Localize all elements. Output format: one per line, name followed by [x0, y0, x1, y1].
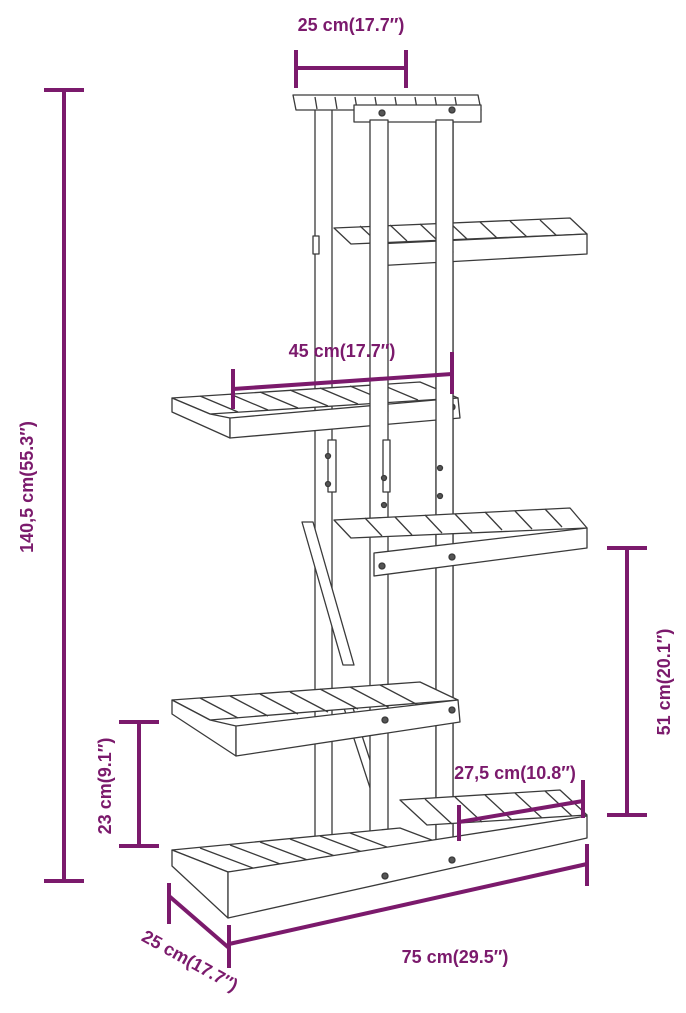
screw: [324, 452, 332, 460]
screw: [448, 706, 456, 714]
dimension-labels: 25 cm(17.7″) 45 cm(17.7″) 140,5 cm(55.3″…: [17, 15, 674, 995]
dimension-lines: [44, 50, 647, 968]
screw: [381, 716, 389, 724]
dimension-base-depth: [167, 883, 231, 968]
shelf-level-6: [292, 94, 482, 123]
screw: [380, 501, 388, 509]
plant-stand-drawing: [171, 94, 588, 919]
shelf-level-1: [171, 789, 588, 919]
label-base-depth: 25 cm(17.7″): [138, 926, 241, 995]
dimension-total-width: [228, 844, 589, 946]
screw: [380, 474, 388, 482]
screw: [436, 464, 444, 472]
dimension-shelf-width: [231, 352, 454, 409]
label-shelf-depth: 27,5 cm(10.8″): [454, 763, 576, 783]
screw: [448, 553, 456, 561]
screw: [378, 562, 386, 570]
label-upper-height: 51 cm(20.1″): [654, 629, 674, 736]
shelf-level-3: [333, 507, 588, 577]
screw: [324, 480, 332, 488]
screw: [381, 872, 389, 880]
dimension-total-height: [44, 88, 84, 883]
shelf-level-2: [171, 681, 461, 757]
dimension-top-width: [294, 50, 408, 88]
label-lower-gap: 23 cm(9.1″): [95, 738, 115, 835]
screw: [448, 106, 456, 114]
screw: [378, 109, 386, 117]
shelf-level-4: [171, 381, 461, 439]
dimension-lower-gap: [119, 720, 159, 848]
label-top-width: 25 cm(17.7″): [298, 15, 405, 35]
screw: [448, 856, 456, 864]
label-shelf-width: 45 cm(17.7″): [289, 341, 396, 361]
screw: [436, 492, 444, 500]
dimension-upper-height: [607, 546, 647, 817]
label-total-width: 75 cm(29.5″): [402, 947, 509, 967]
dimension-shelf-depth: [457, 780, 585, 841]
label-total-height: 140,5 cm(55.3″): [17, 421, 37, 553]
